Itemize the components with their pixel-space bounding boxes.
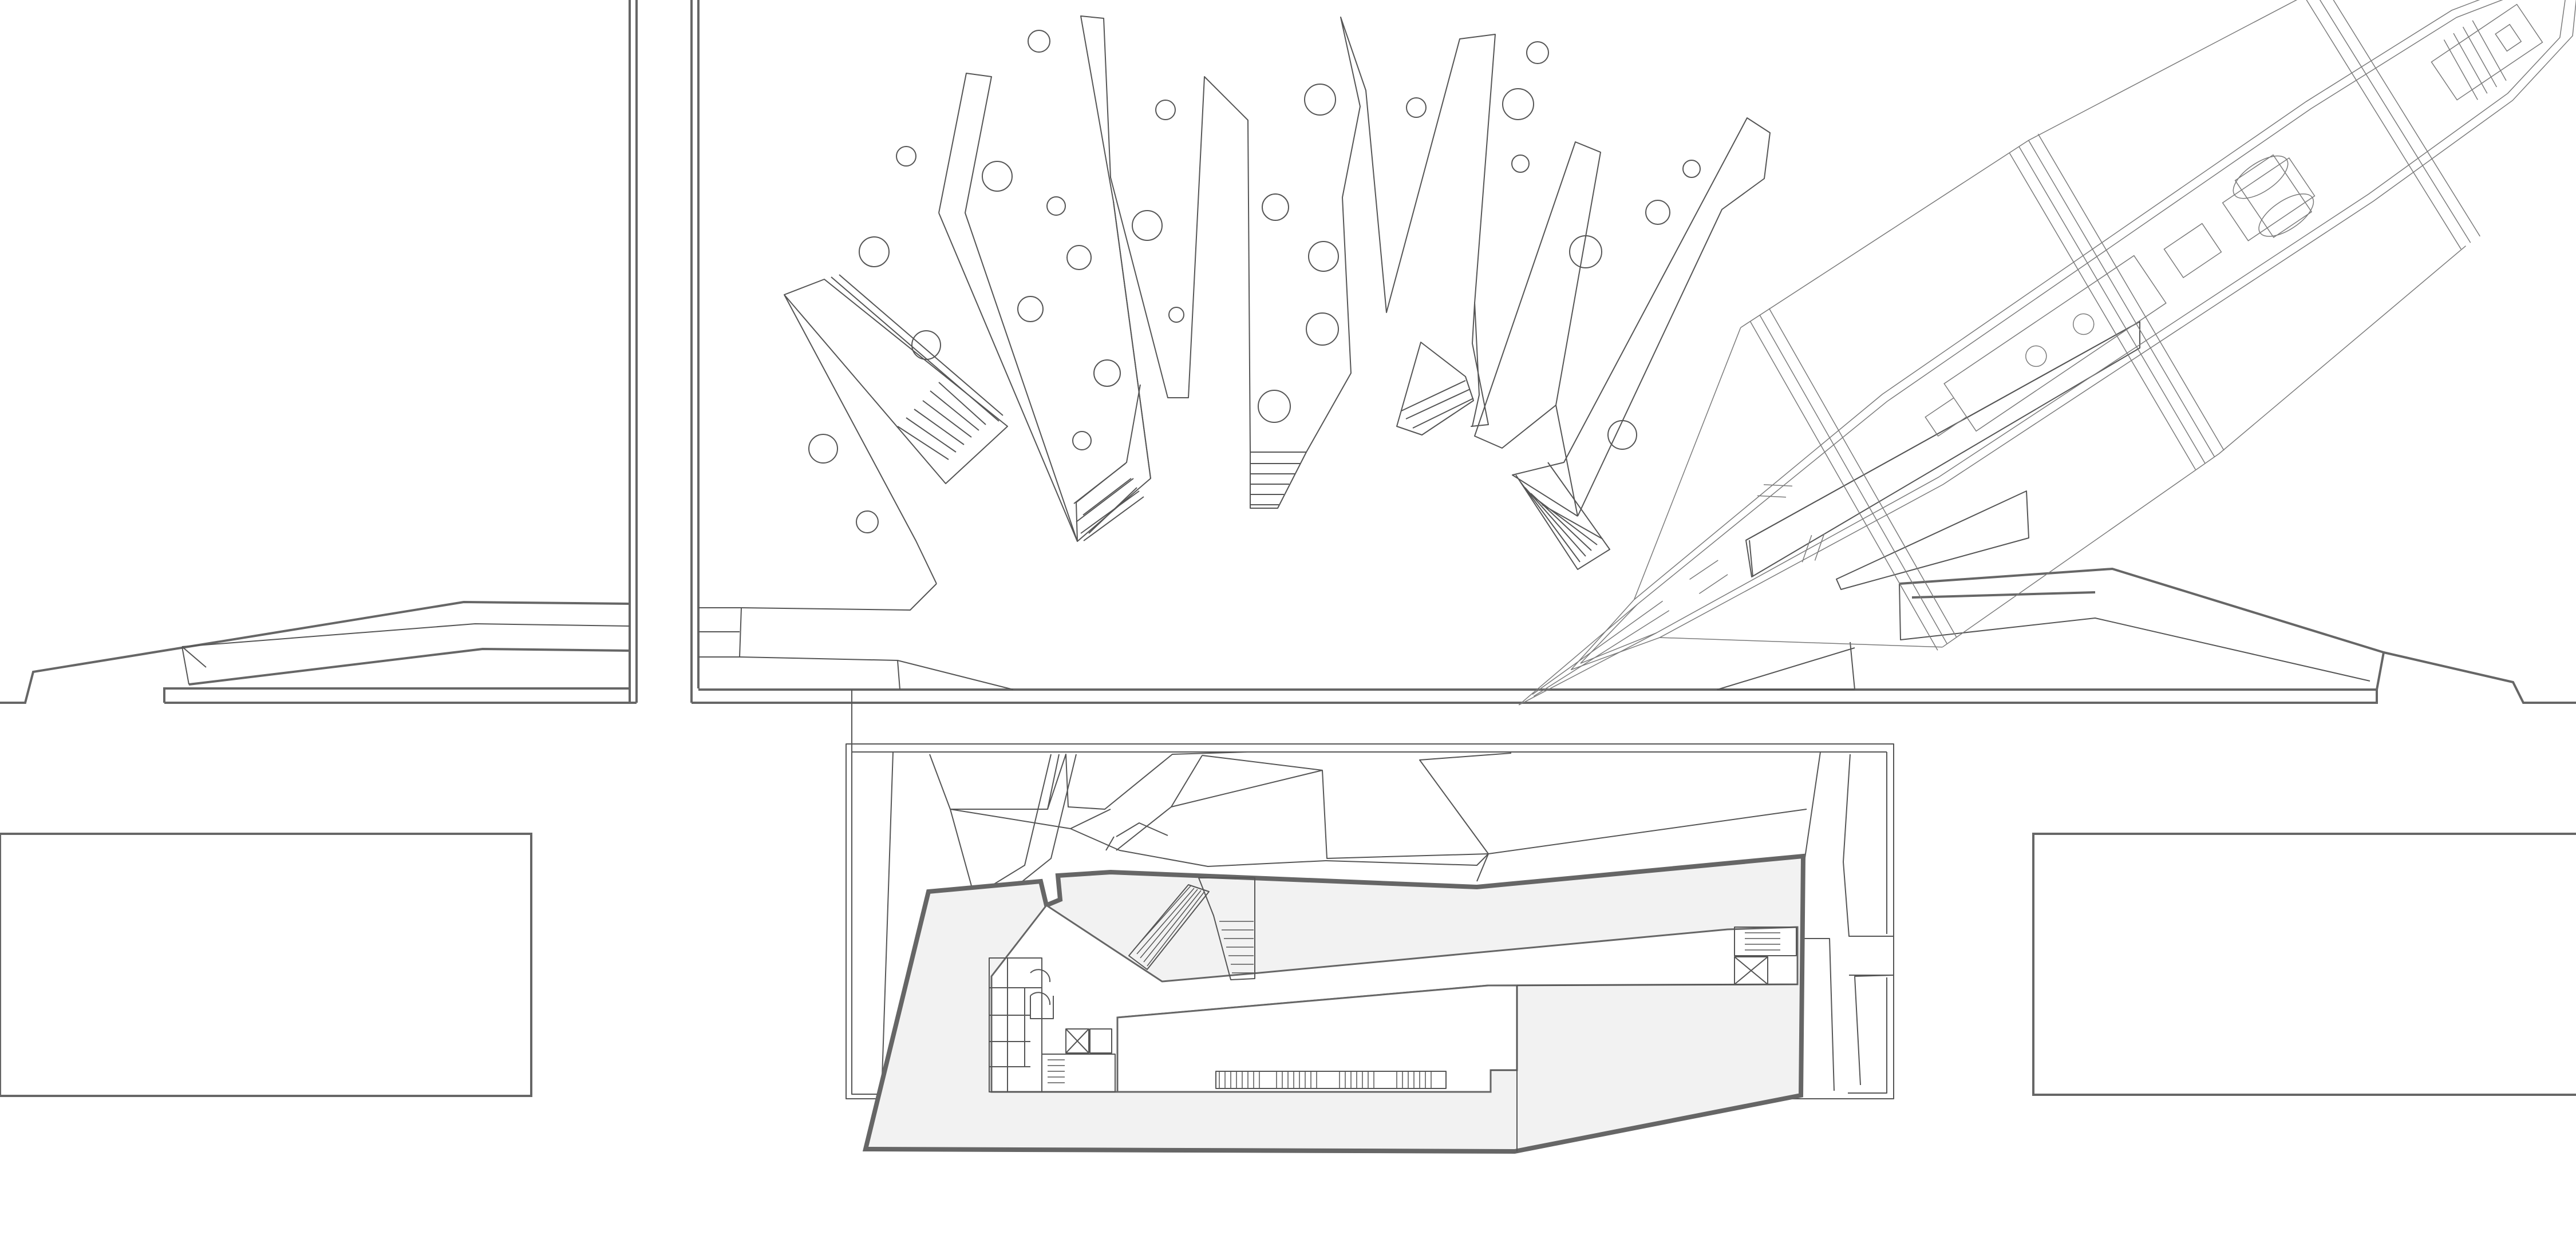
entry-ramp <box>698 583 1014 753</box>
roof-folds <box>929 751 1807 897</box>
side-buildings <box>0 833 2576 1097</box>
left-wing-outline <box>0 0 638 704</box>
ship-drawing <box>1518 0 2576 706</box>
gallery-steps <box>1215 1071 1447 1089</box>
pier-fingers <box>784 15 1771 584</box>
upper-level <box>0 0 2576 753</box>
lower-level <box>846 743 1894 1154</box>
building-right <box>2032 833 2576 1096</box>
right-wing-outline <box>690 0 2576 704</box>
staircases <box>1128 877 1797 985</box>
floating-slabs <box>1745 321 2140 590</box>
trees-circles <box>808 30 1701 533</box>
service-core <box>989 957 1116 1092</box>
building-left <box>0 833 532 1097</box>
